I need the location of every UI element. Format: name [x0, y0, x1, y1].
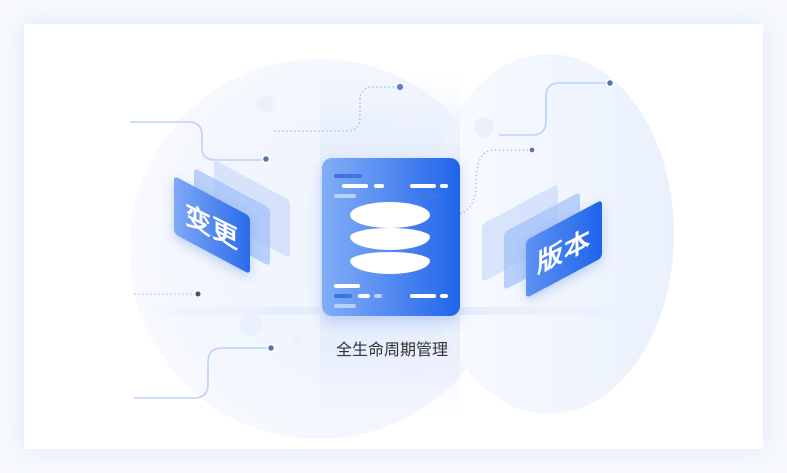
database-document-icon	[322, 158, 460, 316]
database-disk-middle	[350, 228, 430, 250]
database-disk-bottom	[350, 252, 430, 274]
database-disk-top	[350, 202, 430, 228]
bubble-decoration	[240, 314, 262, 336]
bubble-decoration	[292, 334, 302, 344]
bubble-decoration	[404, 359, 422, 377]
bubble-decoration	[474, 117, 494, 137]
lifecycle-caption: 全生命周期管理	[335, 340, 448, 359]
connector-lines	[130, 78, 615, 399]
illustration-card: 变更 版本 全生命周期管理	[24, 24, 763, 449]
bubble-decoration	[258, 96, 274, 112]
